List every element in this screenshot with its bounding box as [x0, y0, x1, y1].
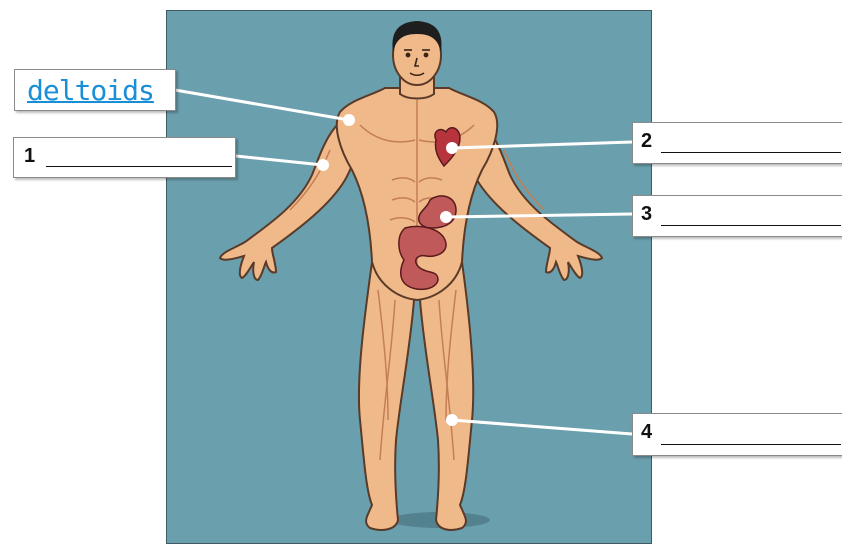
label-number-3: 3 — [641, 203, 652, 226]
label-box-3[interactable]: 3 — [632, 195, 842, 237]
deltoids-answer-text: deltoids — [27, 74, 154, 107]
label-number-4: 4 — [641, 421, 652, 444]
answer-blank-3[interactable] — [661, 225, 841, 226]
label-number-2: 2 — [641, 130, 652, 153]
label-number-1: 1 — [24, 145, 35, 168]
answer-blank-1[interactable] — [46, 166, 232, 167]
label-box-1[interactable]: 1 — [13, 137, 236, 178]
answer-blank-4[interactable] — [661, 444, 841, 445]
answer-blank-2[interactable] — [661, 152, 841, 153]
label-box-2[interactable]: 2 — [632, 122, 842, 164]
label-box-4[interactable]: 4 — [632, 413, 842, 456]
label-box-deltoids: deltoids — [14, 69, 176, 111]
